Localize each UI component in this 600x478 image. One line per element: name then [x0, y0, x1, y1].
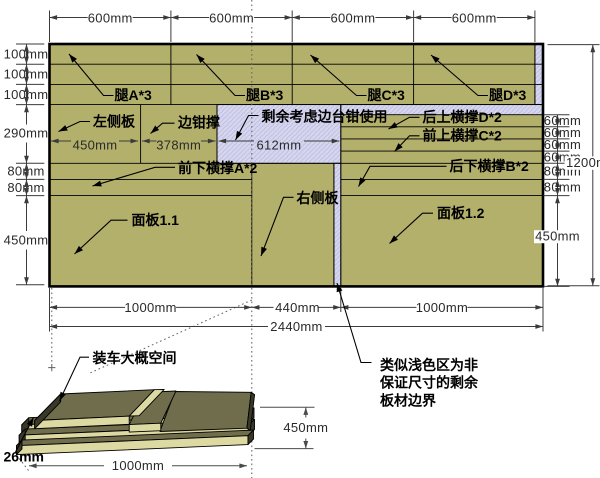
label-right-side-panel: 右侧板: [296, 190, 340, 206]
label-thickness: 26mm: [4, 449, 44, 465]
guide-cross-mark: [48, 364, 56, 372]
label-panel-1-1: 面板1.1: [132, 212, 180, 228]
label-front-lower-brace: 前下横撑A*2: [178, 160, 258, 176]
dim-total-width: 2440mm: [270, 319, 322, 334]
iso-slab1-right-side: [247, 429, 254, 446]
dim-right-450: 450mm: [535, 229, 580, 244]
dim-top-3: 600mm: [330, 11, 375, 26]
label-load-space: 装车大概空间: [92, 350, 177, 366]
label-leg-d: 腿D*3: [489, 87, 527, 103]
note-line-2: 保证尺寸的剩余: [379, 375, 479, 391]
top-dimensions: 600mm 600mm 600mm 600mm: [49, 10, 536, 42]
guide-diagonal-corner: [16, 454, 29, 471]
note-line-3: 板材边界: [380, 392, 437, 408]
label-edge-clamp-brace: 边钳撑: [177, 115, 220, 131]
dim-bottom-2: 440mm: [275, 300, 320, 315]
dim-left-4: 290mm: [4, 125, 49, 140]
projection-guides: [16, 0, 253, 478]
note-line-1: 类似浅色区为非: [380, 357, 478, 373]
leftover-note-annotation: 类似浅色区为非 保证尺寸的剩余 板材边界: [336, 282, 479, 408]
inner-dimensions: 450mm 378mm 612mm: [51, 138, 340, 153]
dim-bottom-1: 1000mm: [124, 300, 176, 315]
dim-load-height: 450mm: [283, 420, 328, 435]
label-rear-upper-brace: 后上横撑D*2: [423, 109, 503, 125]
leftover-strip-vertical: [333, 162, 342, 287]
dim-right-2: 60mm: [544, 125, 581, 140]
label-leg-a: 腿A*3: [115, 87, 153, 103]
load-sketch-annotations: 装车大概空间 26mm 450mm 1000mm: [4, 350, 328, 473]
sheet-border: [48, 42, 545, 288]
label-front-upper-brace: 前上横撑C*2: [423, 128, 503, 144]
total-height-dimension: 1200mm: [547, 44, 600, 287]
load-space-sketch: [16, 388, 256, 456]
dim-bottom-3: 1000mm: [416, 300, 468, 315]
iso-right-board-top: [159, 391, 252, 432]
iso-right-board-side: [246, 391, 256, 431]
dim-leftover-612: 612mm: [256, 138, 301, 153]
cut-lines: [49, 44, 543, 287]
dim-top-1: 600mm: [88, 11, 133, 26]
dim-top-4: 600mm: [452, 11, 497, 26]
left-dimensions: 100mm 100mm 100mm 290mm 80mm 80mm 450mm: [4, 43, 49, 286]
dim-left-7: 450mm: [4, 232, 49, 247]
dim-load-width: 1000mm: [112, 458, 164, 473]
label-leftover-note: 剩余考虑边台钳使用: [262, 109, 388, 125]
dim-right-1: 60mm: [544, 113, 581, 128]
label-rear-lower-brace: 后下横撑B*2: [450, 158, 530, 174]
dim-edge-clamp-brace: 378mm: [156, 138, 201, 153]
bottom-dimensions: 1000mm 440mm 1000mm 2440mm: [49, 288, 544, 334]
label-left-side-panel: 左侧板: [92, 114, 136, 130]
dim-top-2: 600mm: [209, 11, 254, 26]
dim-total-height: 1200mm: [566, 155, 600, 170]
dim-right-6: 80mm: [544, 180, 581, 195]
label-leg-c: 腿C*3: [368, 87, 406, 103]
label-leg-b: 腿B*3: [246, 87, 284, 103]
dim-right-3: 60mm: [544, 137, 581, 152]
iso-left-board-left-side: [34, 393, 62, 430]
iso-middle-board-front: [128, 422, 162, 433]
dim-left-side-panel: 450mm: [73, 138, 118, 153]
label-panel-1-2: 面板1.2: [437, 205, 485, 221]
part-labels: 腿A*3 腿B*3 腿C*3 腿D*3 左侧板 边钳撑 剩余考虑边台钳使用 后上…: [58, 53, 530, 257]
